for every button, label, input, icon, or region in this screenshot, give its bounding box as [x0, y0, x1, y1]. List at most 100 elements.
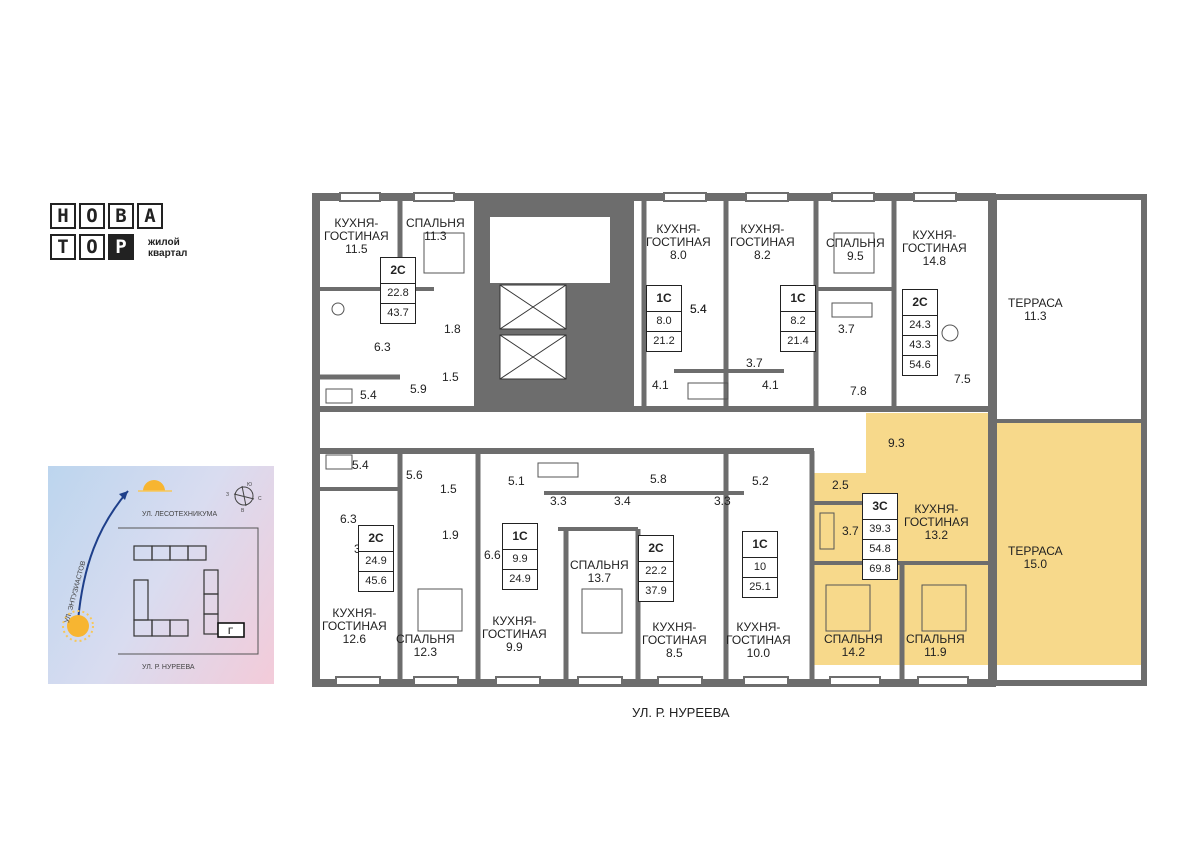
bathtub-icon	[819, 512, 835, 550]
elevator-cross	[499, 284, 567, 330]
apartment-type: 2С	[359, 526, 393, 552]
highlighted-terrace	[994, 421, 1144, 665]
room-name: КУХНЯ-	[334, 216, 379, 230]
logo-letter: А	[137, 203, 163, 229]
logo-letter: В	[108, 203, 134, 229]
apartment-area: 54.6	[909, 359, 931, 371]
logo-letter: Т	[50, 234, 76, 260]
room-name: ГОСТИНАЯ	[322, 619, 387, 633]
area-label: 5.6	[406, 468, 423, 482]
room-name: ГОСТИНАЯ	[646, 235, 711, 249]
apartment-type: 1С	[503, 524, 537, 550]
sun-path-arrowhead	[119, 491, 128, 500]
window	[829, 676, 881, 686]
window	[917, 676, 969, 686]
apartment-area: 37.9	[645, 585, 667, 597]
room-name: ГОСТИНАЯ	[642, 633, 707, 647]
room-name: ТЕРРАСА	[1008, 296, 1063, 310]
room-area: 11.9	[924, 645, 947, 659]
room-name: ГОСТИНАЯ	[902, 241, 967, 255]
room-name: КУХНЯ-	[656, 222, 701, 236]
area-label: 3.7	[838, 322, 855, 336]
area-label: 1.8	[444, 322, 461, 336]
area-label: 2.5	[832, 478, 849, 492]
room-name: СПАЛЬНЯ	[406, 216, 465, 230]
apartment-type: 1С	[647, 286, 681, 312]
elevator-cross	[499, 334, 567, 380]
apartment-area: 22.8	[381, 284, 415, 304]
bed-icon	[833, 232, 875, 274]
area-label: 5.4	[690, 302, 707, 316]
area-label: 5.4	[690, 302, 707, 316]
logo-letter: О	[79, 203, 105, 229]
apartment-area: 9.9	[503, 550, 537, 570]
minimap-drawing	[62, 480, 259, 655]
bathtub-icon	[831, 302, 873, 318]
compass-letter: З	[226, 492, 230, 498]
area-label: 5.2	[752, 474, 769, 488]
area-label: 3.7	[842, 524, 859, 538]
area-label: 7.8	[850, 384, 867, 398]
area-label: 5.9	[410, 382, 427, 396]
apartment-type: 2С	[381, 258, 415, 284]
room-area: 11.3	[424, 229, 447, 243]
building-section	[133, 619, 153, 637]
room-name: ГОСТИНАЯ	[324, 229, 389, 243]
room-name: КУХНЯ-	[740, 222, 785, 236]
window	[339, 192, 381, 202]
apartment-area: 22.2	[639, 562, 673, 582]
room-name: СПАЛЬНЯ	[570, 558, 629, 572]
room-name: ГОСТИНАЯ	[730, 235, 795, 249]
sun-icon	[67, 615, 89, 637]
location-minimap: УЛ. ЛЕСОТЕХНИКУМА УЛ. ЭНТУЗИАСТОВ УЛ. Р.…	[48, 466, 274, 684]
window	[335, 676, 381, 686]
apartment-area: 24.3	[903, 316, 937, 336]
building-section	[169, 619, 189, 637]
window	[663, 192, 707, 202]
building-section	[203, 593, 219, 615]
apartment-area: 39.3	[863, 520, 897, 540]
bathtub-icon	[537, 462, 579, 478]
window	[831, 192, 875, 202]
room-name: ТЕРРАСА	[1008, 544, 1063, 558]
room-area: 8.2	[754, 248, 771, 262]
area-label: 6.3	[374, 340, 391, 354]
window	[913, 192, 957, 202]
window	[745, 192, 789, 202]
area-label: 1.9	[442, 528, 459, 542]
apartment-area: 69.8	[869, 563, 891, 575]
room-area: 10.0	[746, 646, 771, 660]
windows-top	[335, 192, 969, 686]
room-area: 8.5	[666, 646, 683, 660]
room-name: СПАЛЬНЯ	[824, 632, 883, 646]
bed-icon	[825, 584, 871, 632]
room-area: 9.5	[846, 249, 864, 263]
room-area: 15.0	[1023, 557, 1048, 571]
logo-letter: Н	[50, 203, 76, 229]
bathtub-icon	[325, 388, 353, 404]
sun-path-arrow	[77, 490, 129, 622]
area-label: 4.1	[652, 378, 669, 392]
logo-subtitle-line: жилой	[148, 237, 180, 248]
room-name: СПАЛЬНЯ	[906, 632, 965, 646]
apartment-area: 24.9	[509, 573, 531, 585]
room-name: КУХНЯ-	[492, 614, 537, 628]
logo-subtitle-line: квартал	[148, 248, 188, 259]
highlighted-building	[217, 622, 245, 638]
sunset-icon	[143, 480, 165, 491]
room-name: КУХНЯ-	[736, 620, 781, 634]
compass-needle	[241, 485, 247, 507]
